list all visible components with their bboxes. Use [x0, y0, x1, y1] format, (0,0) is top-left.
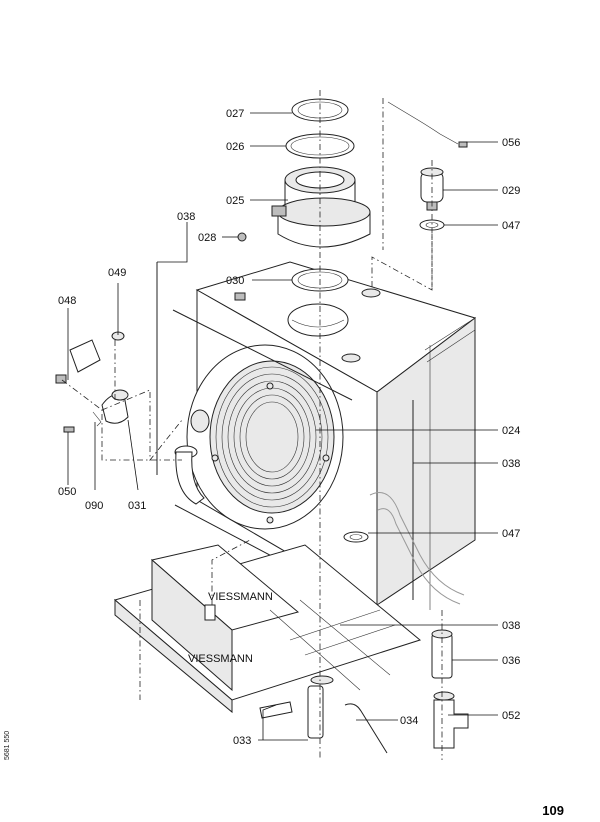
label-033: 033 — [233, 735, 251, 747]
label-052: 052 — [502, 710, 520, 722]
label-034: 034 — [400, 715, 418, 727]
label-036: 036 — [502, 655, 520, 667]
leader-lines — [67, 112, 498, 741]
label-049: 049 — [108, 267, 126, 279]
label-028: 028 — [198, 232, 216, 244]
label-090: 090 — [85, 500, 103, 512]
label-038-right: 038 — [502, 458, 520, 470]
control-unit: VIESSMANN VIESSMANN — [113, 544, 422, 714]
label-024: 024 — [502, 425, 520, 437]
label-031: 031 — [128, 500, 146, 512]
label-029: 029 — [502, 185, 520, 197]
page-number: 109 — [542, 803, 564, 818]
label-048: 048 — [58, 295, 76, 307]
heat-exchanger — [174, 344, 344, 530]
drain-and-pipes — [259, 492, 469, 754]
label-038-top: 038 — [177, 211, 195, 223]
label-027: 027 — [226, 108, 244, 120]
assembly-lines — [61, 90, 443, 760]
air-vent-group — [387, 101, 468, 231]
label-030: 030 — [226, 275, 244, 287]
label-025: 025 — [226, 195, 244, 207]
label-050: 050 — [58, 486, 76, 498]
part-labels: 027 026 025 028 038 049 048 030 056 029 … — [58, 108, 520, 747]
flue-connection — [237, 98, 371, 292]
label-047-mid: 047 — [502, 528, 520, 540]
label-026: 026 — [226, 141, 244, 153]
document-code: 5681 550 — [4, 730, 11, 760]
brand-mark-top: VIESSMANN — [208, 591, 273, 603]
label-038-bottom: 038 — [502, 620, 520, 632]
label-056: 056 — [502, 137, 520, 149]
label-047-top: 047 — [502, 220, 520, 232]
hydraulic-fittings — [55, 331, 129, 433]
brand-mark-front: VIESSMANN — [188, 653, 253, 665]
